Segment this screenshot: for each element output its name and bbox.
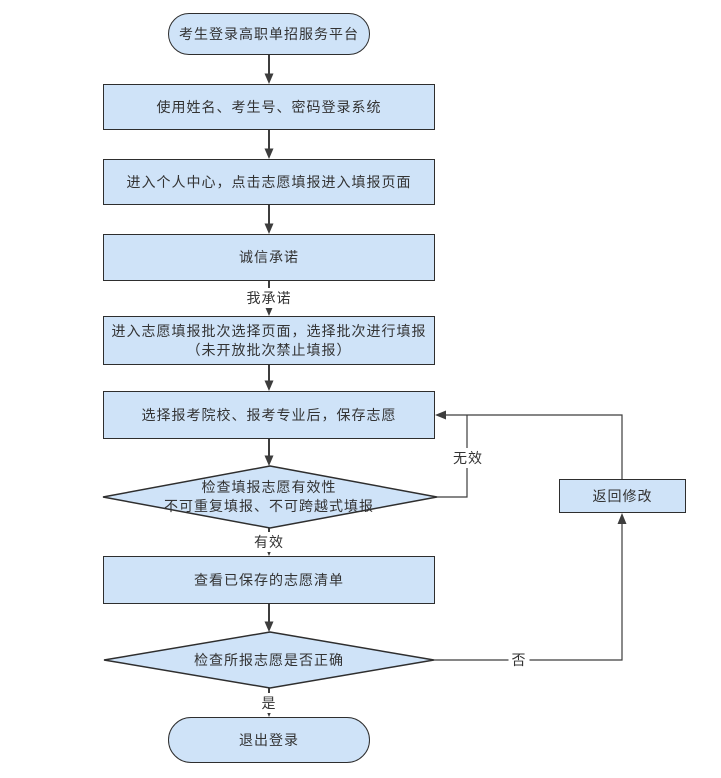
node-batch-select: 进入志愿填报批次选择页面，选择批次进行填报 （未开放批次禁止填报） (103, 316, 435, 365)
node-start-terminal: 考生登录高职单招服务平台 (168, 13, 370, 55)
check-validity-line2: 不可重复填报、不可跨越式填报 (164, 498, 374, 514)
node-login-label: 使用姓名、考生号、密码登录系统 (156, 98, 382, 115)
node-logout-label: 退出登录 (239, 731, 299, 748)
node-choose-school: 选择报考院校、报考专业后，保存志愿 (103, 391, 435, 439)
node-logout-terminal: 退出登录 (168, 717, 370, 763)
arrowhead-batch-to-choose (264, 380, 274, 391)
edge-label-no: 否 (508, 650, 530, 670)
diamond-check-validity (102, 465, 438, 529)
edge-invalid-loop (437, 415, 468, 498)
node-choose-school-label: 选择报考院校、报考专业后，保存志愿 (141, 406, 397, 423)
node-batch-select-line2: （未开放批次禁止填报） (186, 341, 352, 358)
node-personal-center-label: 进入个人中心，点击志愿填报进入填报页面 (126, 173, 412, 190)
edge-label-valid: 有效 (251, 532, 287, 552)
diamond-check-correct-text: 检查所报志愿是否正确 (130, 646, 408, 674)
node-view-saved: 查看已保存的志愿清单 (103, 556, 435, 604)
edge-return-to-choose (446, 414, 623, 479)
arrowhead-promise-to-batch (264, 305, 274, 316)
diamond-check-validity-text: 检查填报志愿有效性 不可重复填报、不可跨越式填报 (110, 470, 428, 524)
check-correct-label: 检查所报志愿是否正确 (194, 651, 344, 668)
edge-no-loop (434, 524, 623, 661)
edge-label-invalid: 无效 (450, 448, 486, 468)
edge-label-promise: 我承诺 (243, 288, 295, 308)
node-view-saved-label: 查看已保存的志愿清单 (194, 571, 344, 588)
node-integrity-pledge-label: 诚信承诺 (239, 249, 299, 266)
arrowhead-login-to-personal (264, 148, 274, 159)
node-start-label: 考生登录高职单招服务平台 (179, 25, 359, 42)
arrowhead-into-return-modify (617, 513, 627, 524)
node-personal-center: 进入个人中心，点击志愿填报进入填报页面 (103, 159, 435, 205)
arrowhead-choose-to-validity (264, 455, 274, 466)
arrowhead-personal-to-integrity (264, 223, 274, 234)
edge-label-yes: 是 (258, 693, 280, 713)
node-integrity-pledge: 诚信承诺 (103, 234, 435, 281)
diamond-check-correct (103, 631, 435, 689)
node-return-modify-label: 返回修改 (592, 487, 653, 504)
arrowhead-start-to-login (264, 73, 274, 84)
check-validity-line1: 检查填报志愿有效性 (201, 479, 337, 496)
node-batch-select-line1: 进入志愿填报批次选择页面，选择批次进行填报 (111, 322, 427, 339)
arrowhead-view-to-correct (264, 621, 274, 632)
node-login: 使用姓名、考生号、密码登录系统 (103, 84, 435, 130)
arrowhead-into-choose-school (435, 410, 446, 420)
node-return-modify: 返回修改 (559, 479, 686, 513)
